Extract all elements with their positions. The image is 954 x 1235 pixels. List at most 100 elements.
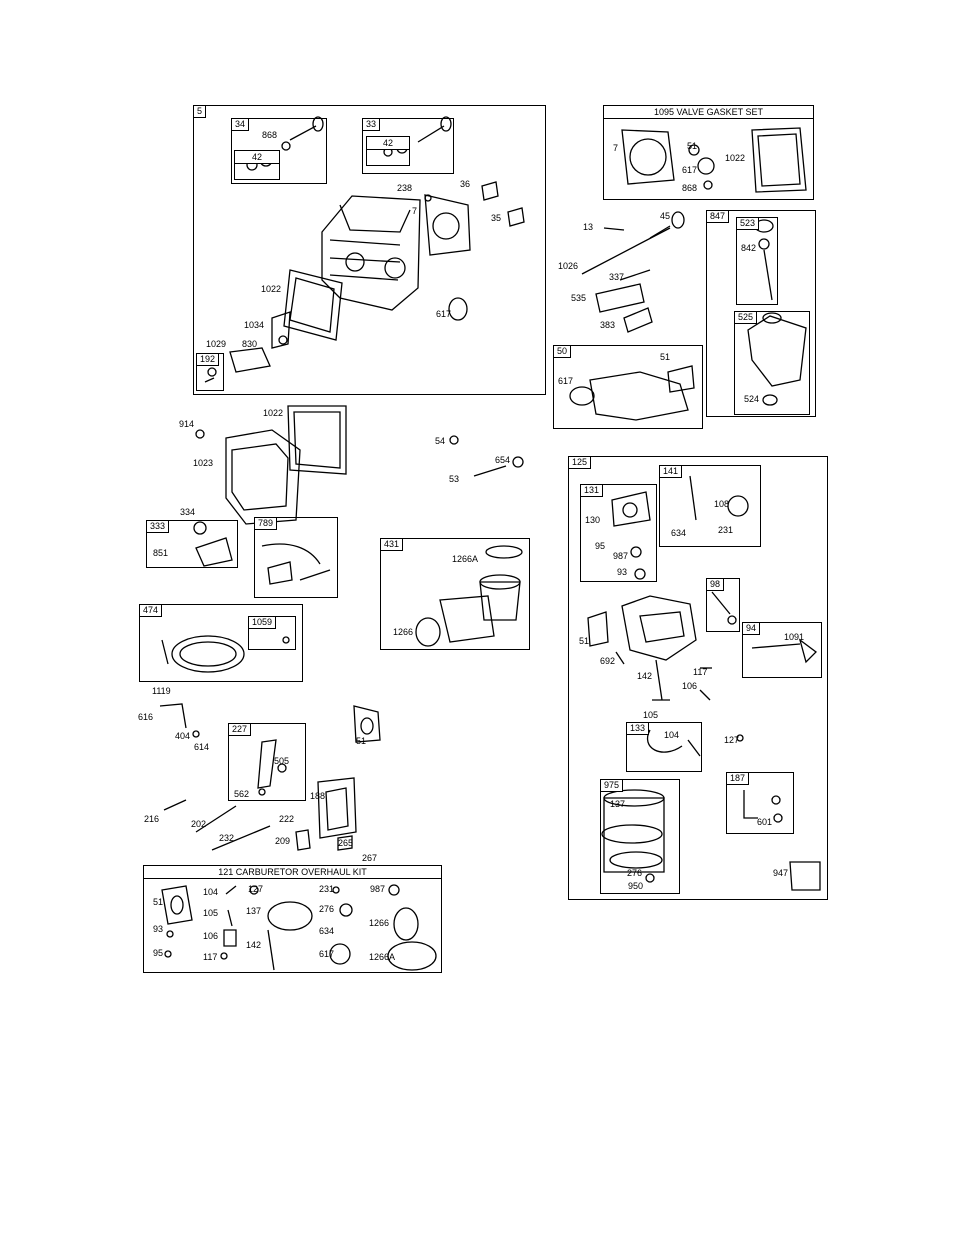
part-number-label: 202 <box>191 819 207 829</box>
group-box-94: 94 <box>742 622 822 678</box>
group-box-474: 474 <box>139 604 303 682</box>
group-header: 42 <box>235 151 279 164</box>
part-number-label: 231 <box>319 884 335 894</box>
part-number-label: 265 <box>338 838 354 848</box>
group-number: 141 <box>660 466 683 478</box>
group-box-141: 141 <box>659 465 761 547</box>
overhaul-kit-drawings <box>161 884 437 971</box>
part-number-label: 216 <box>144 814 160 824</box>
part-number-label: 614 <box>194 742 210 752</box>
part-number-label: 654 <box>495 455 511 465</box>
group-number: 975 <box>601 780 624 792</box>
part-number-label: 45 <box>660 211 671 221</box>
group-box-975: 975 <box>600 779 680 894</box>
part-number-label: 51 <box>579 636 590 646</box>
part-number-label: 842 <box>741 243 757 253</box>
part-number-label: 51 <box>660 352 671 362</box>
group-number: 227 <box>229 724 252 736</box>
part-number-label: 617 <box>558 376 574 386</box>
group-header: 42 <box>367 137 409 150</box>
part-number-label: 105 <box>203 908 219 918</box>
part-number-label: 95 <box>153 948 164 958</box>
part-number-label: 104 <box>203 887 219 897</box>
part-number-label: 142 <box>246 940 262 950</box>
group-number: 523 <box>737 218 760 230</box>
group-box-192: 192 <box>196 353 224 391</box>
part-number-label: 634 <box>319 926 335 936</box>
part-number-label: 53 <box>449 474 460 484</box>
group-box-187: 187 <box>726 772 794 834</box>
intake-manifold-drawing <box>569 365 695 421</box>
part-number-label: 137 <box>610 799 626 809</box>
part-number-label: 1026 <box>558 261 579 271</box>
part-number-label: 1266 <box>369 918 390 928</box>
part-number-label: 1023 <box>193 458 214 468</box>
part-number-label: 127 <box>248 884 264 894</box>
group-number: 789 <box>255 518 278 530</box>
cylinder-head-drawing <box>204 181 525 383</box>
part-number-label: 562 <box>234 789 250 799</box>
part-number-label: 524 <box>744 394 760 404</box>
part-number-label: 947 <box>773 868 789 878</box>
carburetor-drawing <box>587 475 821 891</box>
part-number-label: 7 <box>613 143 619 153</box>
part-number-label: 276 <box>627 868 643 878</box>
group-number: 187 <box>727 773 750 785</box>
group-box-525: 525 <box>734 311 810 415</box>
group-number: 133 <box>627 723 650 735</box>
part-number-label: 51 <box>356 736 367 746</box>
alternator-drawing <box>161 635 290 673</box>
part-number-label: 950 <box>628 881 644 891</box>
part-number-label: 404 <box>175 731 191 741</box>
part-number-label: 232 <box>219 833 235 843</box>
group-box-50: 50 <box>553 345 703 429</box>
part-number-label: 692 <box>600 656 616 666</box>
part-number-label: 505 <box>274 756 290 766</box>
part-number-label: 117 <box>693 667 708 677</box>
part-number-label: 267 <box>362 853 378 863</box>
part-number-label: 106 <box>203 931 219 941</box>
valve-gasket-set-drawing <box>621 127 807 193</box>
group-box-789: 789 <box>254 517 338 598</box>
part-number-label: 535 <box>571 293 587 303</box>
part-number-label: 13 <box>583 222 594 232</box>
part-number-label: 617 <box>319 949 335 959</box>
group-number: 94 <box>743 623 761 635</box>
part-number-label: 868 <box>262 130 278 140</box>
group-number: 98 <box>707 579 725 591</box>
group-header: 121 CARBURETOR OVERHAUL KIT <box>144 866 441 879</box>
part-number-label: 337 <box>609 272 625 282</box>
part-number-label: 1034 <box>244 320 265 330</box>
part-number-label: 634 <box>671 528 687 538</box>
group-number: 131 <box>581 485 604 497</box>
group-box-523: 523 <box>736 217 778 305</box>
rocker-cover-drawing <box>195 405 524 525</box>
part-number-label: 108 <box>714 499 730 509</box>
group-box-431: 431 <box>380 538 530 650</box>
group-number: 125 <box>569 457 592 469</box>
part-number-label: 383 <box>600 320 616 330</box>
part-number-label: 95 <box>595 541 606 551</box>
part-number-label: 127 <box>724 735 740 745</box>
group-box-333: 333 <box>146 520 238 568</box>
group-box-847: 847 <box>706 210 816 417</box>
part-number-label: 987 <box>613 551 629 561</box>
part-number-label: 1029 <box>206 339 227 349</box>
part-number-label: 105 <box>643 710 659 720</box>
group-number: 431 <box>381 539 404 551</box>
part-number-label: 35 <box>491 213 502 223</box>
group-box-5: 5 <box>193 105 546 395</box>
governor-linkage-drawing <box>159 703 357 851</box>
group-number: 50 <box>554 346 572 358</box>
group-number: 34 <box>232 119 250 131</box>
part-number-label: 1266A <box>452 554 479 564</box>
part-number-label: 188 <box>310 791 326 801</box>
air-intake-drawing <box>415 545 523 647</box>
part-number-label: 1091 <box>784 632 805 642</box>
part-number-label: 231 <box>718 525 734 535</box>
group-number: 474 <box>140 605 163 617</box>
part-number-label: 830 <box>242 339 258 349</box>
part-number-label: 1266 <box>393 627 414 637</box>
part-number-label: 104 <box>664 730 680 740</box>
